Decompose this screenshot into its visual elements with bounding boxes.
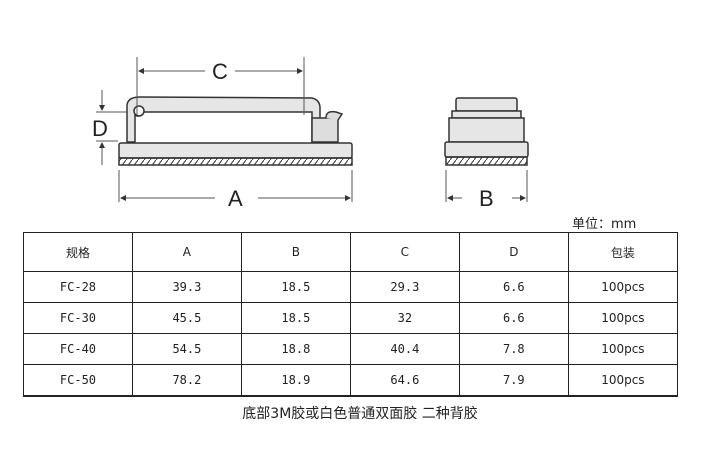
cell: 18.9 bbox=[240, 364, 351, 397]
cell: 100pcs bbox=[567, 271, 679, 303]
cell: 7.8 bbox=[458, 333, 569, 365]
cell: 7.9 bbox=[458, 364, 569, 397]
cell: 29.3 bbox=[349, 271, 460, 303]
side-view bbox=[118, 96, 353, 166]
cell: FC-28 bbox=[23, 271, 133, 303]
dimension-label-c: C bbox=[212, 59, 228, 84]
cell: 45.5 bbox=[131, 302, 242, 334]
dimension-label-d: D bbox=[92, 116, 108, 141]
cell: 6.6 bbox=[458, 302, 569, 334]
technical-drawing: C A D B bbox=[92, 57, 529, 211]
cell: FC-30 bbox=[23, 302, 133, 334]
cell: 18.8 bbox=[240, 333, 351, 365]
header-a: A bbox=[131, 232, 242, 272]
header-packing: 包装 bbox=[567, 232, 679, 272]
cell: 32 bbox=[349, 302, 460, 334]
cell: 54.5 bbox=[131, 333, 242, 365]
header-c: C bbox=[349, 232, 460, 272]
cell: 6.6 bbox=[458, 271, 569, 303]
cell: 40.4 bbox=[349, 333, 460, 365]
front-view bbox=[444, 97, 529, 166]
cell: 100pcs bbox=[567, 333, 679, 365]
arrowheads bbox=[99, 68, 526, 201]
header-b: B bbox=[240, 232, 351, 272]
cell: FC-40 bbox=[23, 333, 133, 365]
cell: 39.3 bbox=[131, 271, 242, 303]
header-d: D bbox=[458, 232, 569, 272]
dimension-lines bbox=[96, 57, 528, 202]
cell: 78.2 bbox=[131, 364, 242, 397]
caption: 底部3M胶或白色普通双面胶 二种背胶 bbox=[242, 406, 478, 422]
cell: FC-50 bbox=[23, 364, 133, 397]
cell: 18.5 bbox=[240, 302, 351, 334]
table-header-row: 规格 A B C D 包装 bbox=[23, 232, 679, 272]
header-model: 规格 bbox=[23, 232, 133, 272]
cell: 100pcs bbox=[567, 302, 679, 334]
unit-label: 单位：mm bbox=[572, 217, 637, 232]
cell: 18.5 bbox=[240, 271, 351, 303]
cell: 100pcs bbox=[567, 364, 679, 397]
cell: 64.6 bbox=[349, 364, 460, 397]
dimension-label-b: B bbox=[479, 186, 494, 211]
dimension-label-a: A bbox=[228, 186, 243, 211]
